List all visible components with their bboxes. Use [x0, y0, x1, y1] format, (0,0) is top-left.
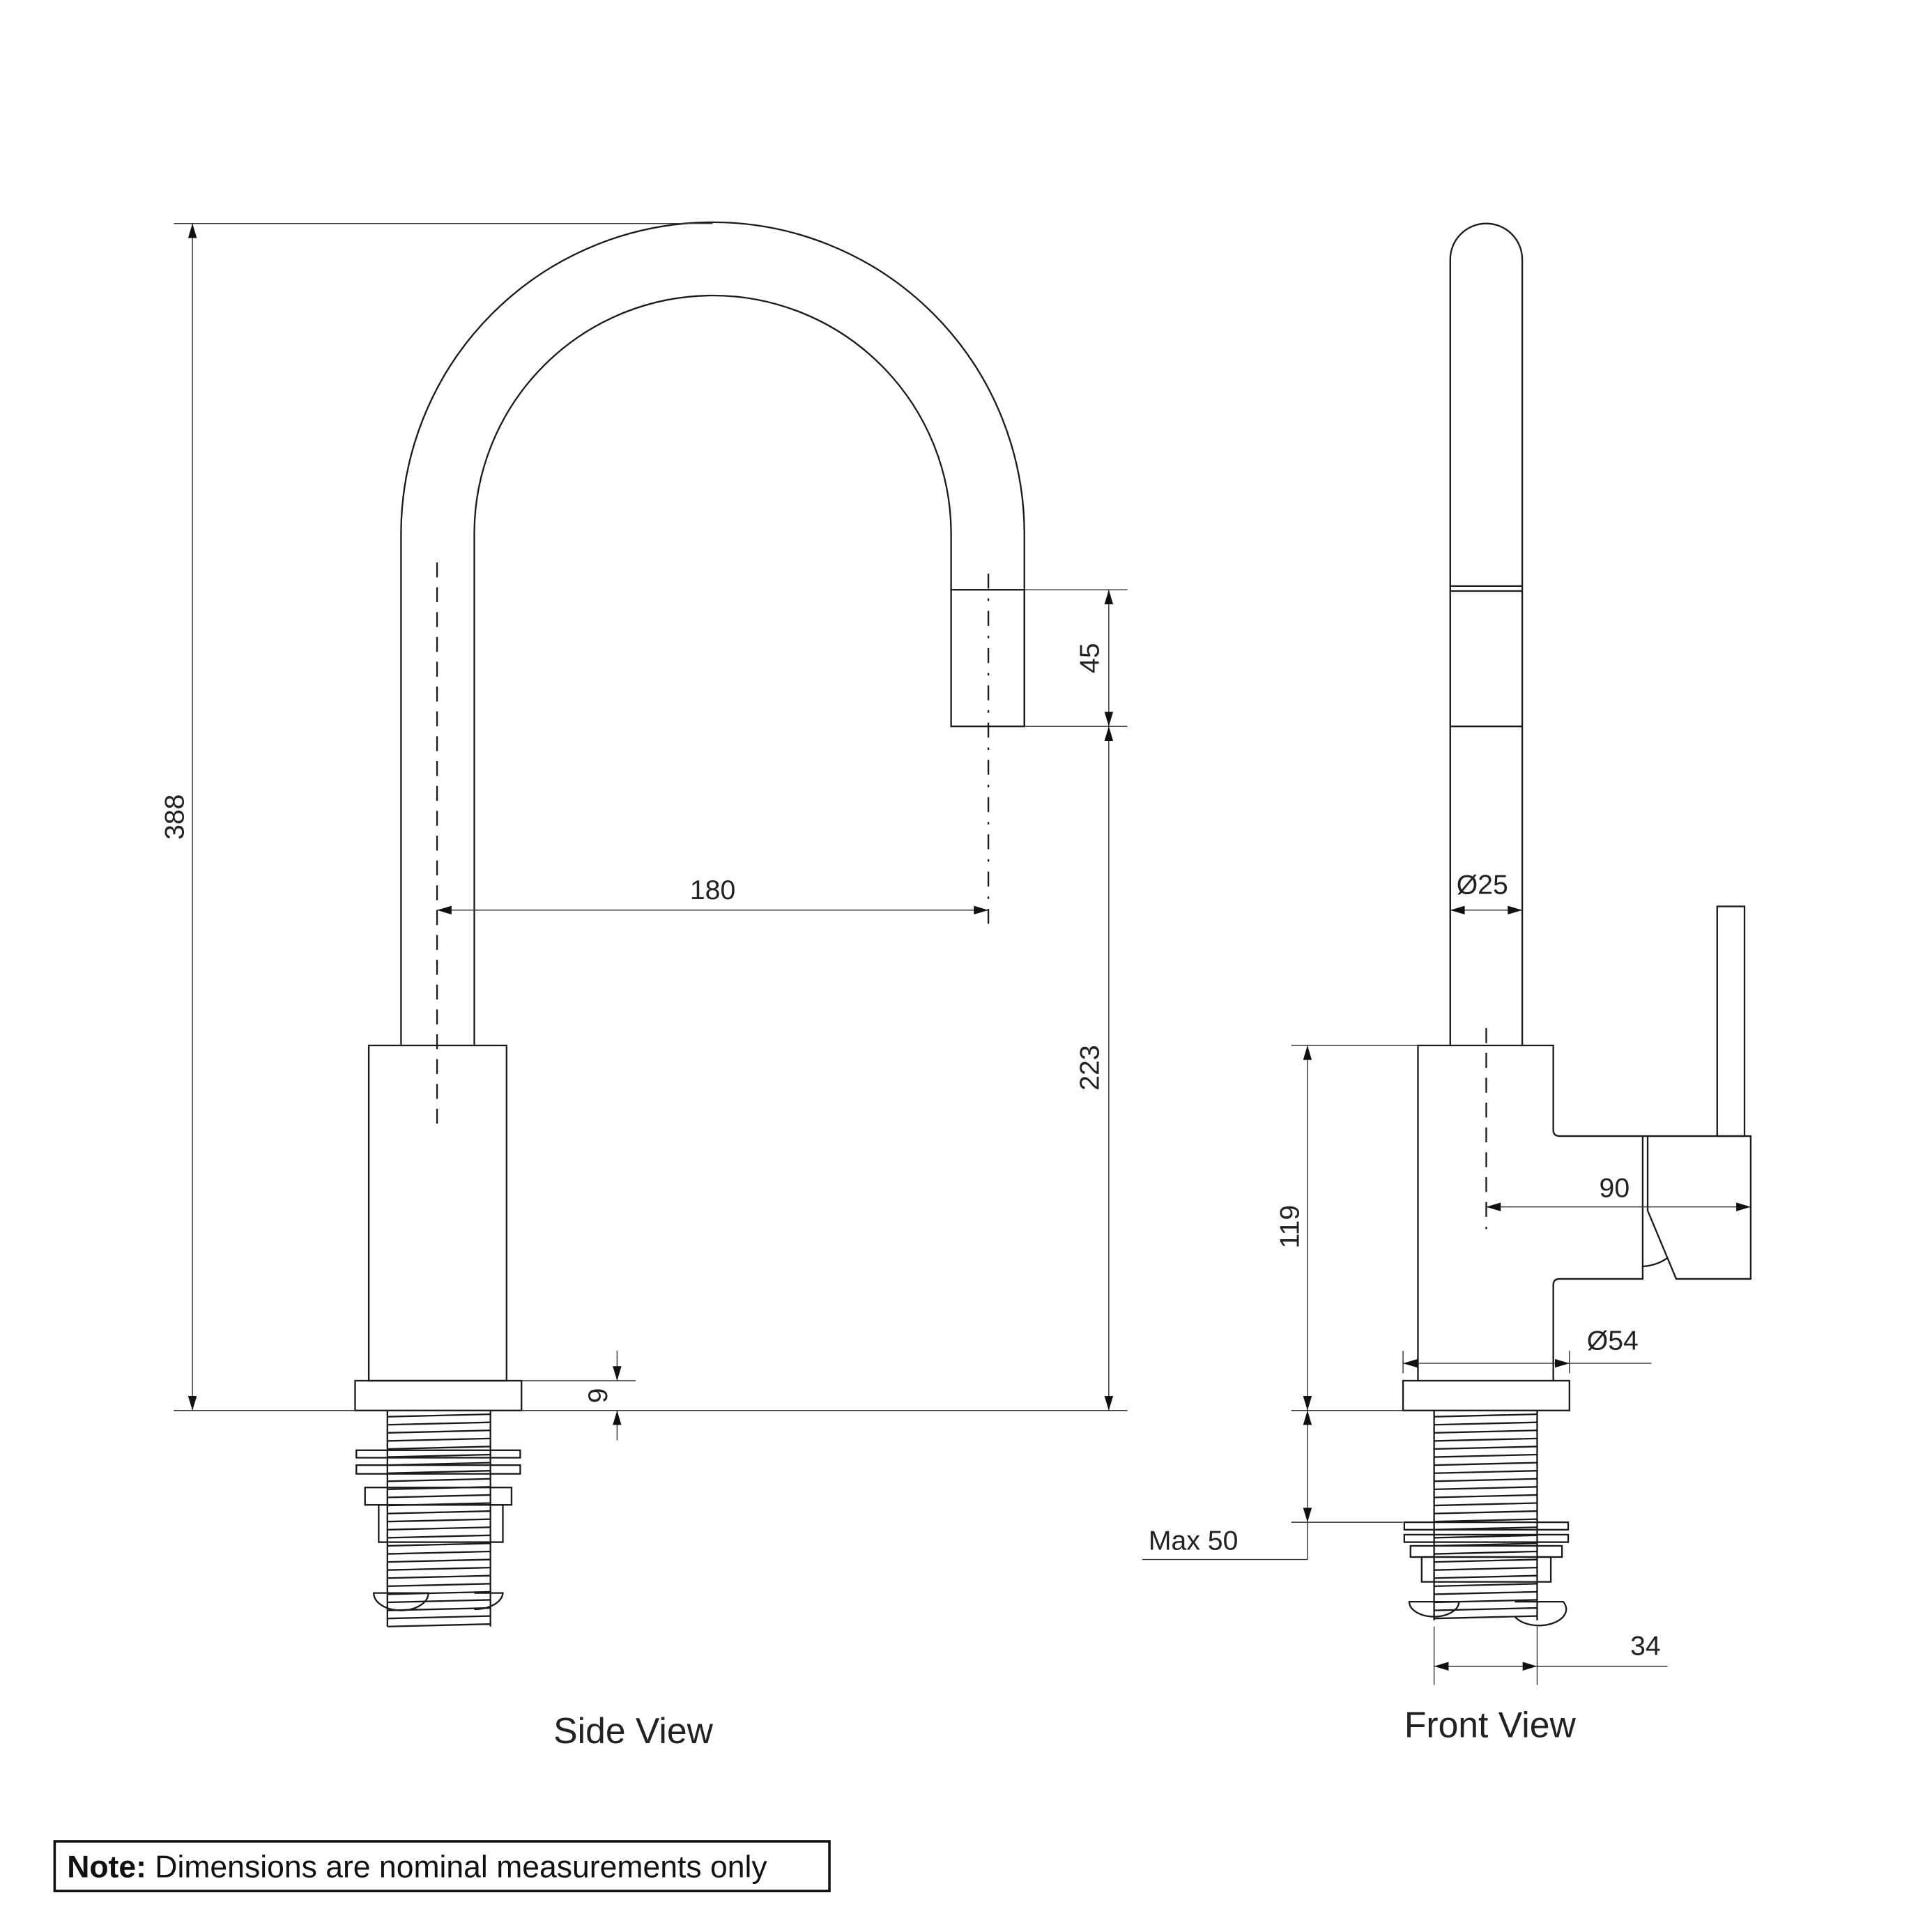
thread-line	[387, 1413, 491, 1418]
thread	[386, 1410, 491, 1627]
thread-line	[387, 1566, 491, 1571]
thread-line	[387, 1574, 491, 1579]
thread-line	[1434, 1615, 1538, 1620]
dim-25-label: Ø25	[1457, 871, 1508, 900]
thread-line	[1434, 1574, 1538, 1579]
thread-line	[1434, 1470, 1538, 1474]
thread-line	[1434, 1607, 1538, 1611]
washer	[355, 1449, 521, 1459]
thread-line	[1434, 1494, 1538, 1498]
thread-line	[387, 1550, 491, 1555]
thread-line	[387, 1534, 491, 1539]
thread-line	[1434, 1566, 1538, 1571]
front-view-caption: Front View	[1404, 1704, 1577, 1745]
spout-inner	[473, 294, 952, 1046]
thread-line	[387, 1453, 491, 1458]
thread-line	[1434, 1486, 1538, 1491]
dim-388-label: 388	[160, 795, 190, 840]
washer	[355, 1464, 521, 1475]
dim-223-label: 223	[1075, 1045, 1105, 1090]
dim-max50-label: Max 50	[1149, 1526, 1239, 1556]
side-view: 388 180 45 223 9 Side View	[160, 221, 1128, 1751]
thread-line	[387, 1478, 491, 1482]
thread	[1433, 1410, 1538, 1620]
thread-line	[1434, 1558, 1538, 1563]
thread-line	[1434, 1590, 1538, 1595]
dim-90-label: 90	[1600, 1173, 1630, 1203]
base-ring	[1402, 1379, 1570, 1411]
front-view: 119 Max 50 Ø25 90 Ø54 34 Front View	[1142, 222, 1752, 1745]
thread-line	[387, 1446, 491, 1450]
thread-line	[1434, 1502, 1538, 1507]
thread-line	[387, 1558, 491, 1563]
thread-line	[1434, 1413, 1538, 1418]
thread-line	[387, 1421, 491, 1426]
thread-line	[1434, 1429, 1538, 1434]
thread-line	[387, 1526, 491, 1531]
dim-119-label: 119	[1275, 1205, 1305, 1248]
thread-line	[1434, 1534, 1538, 1539]
screw-head	[373, 1592, 504, 1611]
thread-line	[1434, 1583, 1538, 1588]
thread-line	[387, 1623, 491, 1627]
thread-line	[1434, 1550, 1538, 1555]
thread-line	[1434, 1437, 1538, 1442]
thread-line	[387, 1437, 491, 1442]
thread-line	[387, 1542, 491, 1547]
spout-tube	[1449, 222, 1524, 1046]
side-view-caption: Side View	[553, 1710, 713, 1751]
thread-line	[1434, 1421, 1538, 1426]
thread-line	[1434, 1478, 1538, 1482]
thread-line	[1434, 1453, 1538, 1458]
dim-54-label: Ø54	[1587, 1326, 1639, 1356]
thread-line	[387, 1518, 491, 1523]
thread-line	[1434, 1518, 1538, 1523]
dim-45-label: 45	[1075, 643, 1105, 673]
thread-line	[387, 1429, 491, 1434]
thread-line	[1434, 1510, 1538, 1515]
dim-180-label: 180	[690, 875, 735, 905]
thread-line	[387, 1494, 491, 1498]
thread-line	[1434, 1462, 1538, 1466]
spout-outer	[400, 221, 1025, 1046]
thread-line	[1434, 1446, 1538, 1450]
svg-text:Note: Dimensions are nominal m: Note: Dimensions are nominal measurement…	[67, 1850, 767, 1885]
thread-line	[387, 1590, 491, 1595]
thread-line	[387, 1599, 491, 1604]
thread-line	[387, 1615, 491, 1620]
note-label: Note:	[67, 1850, 146, 1885]
base-ring	[354, 1379, 523, 1411]
dim-34-label: 34	[1630, 1632, 1661, 1662]
note-box: Note: Dimensions are nominal measurement…	[53, 1840, 831, 1892]
thread-line	[387, 1470, 491, 1474]
backnut-body	[378, 1504, 504, 1543]
thread-line	[387, 1583, 491, 1588]
body	[1417, 1044, 1752, 1381]
lever-handle	[1716, 905, 1746, 1137]
note-text: Dimensions are nominal measurements only	[146, 1850, 767, 1885]
thread-line	[387, 1510, 491, 1515]
dim-9-label: 9	[583, 1388, 613, 1403]
